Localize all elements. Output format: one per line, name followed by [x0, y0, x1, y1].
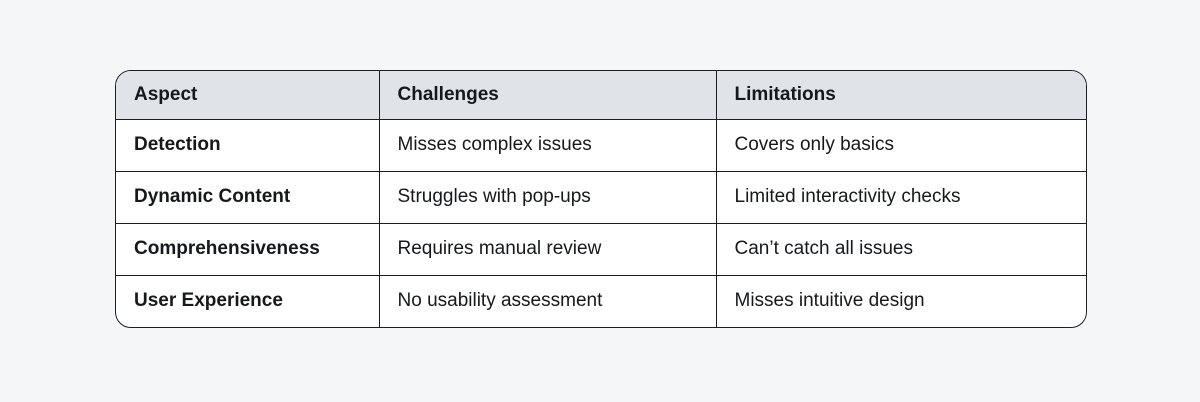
- table-header-row: Aspect Challenges Limitations: [116, 71, 1086, 120]
- cell-aspect: Dynamic Content: [116, 171, 380, 224]
- table-row: Comprehensiveness Requires manual review…: [116, 223, 1086, 276]
- cell-limitations: Limited interactivity checks: [716, 171, 1086, 224]
- table-row: Detection Misses complex issues Covers o…: [116, 119, 1086, 172]
- column-header-aspect: Aspect: [116, 71, 380, 120]
- cell-challenges: Misses complex issues: [379, 119, 717, 172]
- comparison-table: Aspect Challenges Limitations Detection …: [116, 71, 1086, 327]
- cell-challenges: Struggles with pop-ups: [379, 171, 717, 224]
- cell-challenges: No usability assessment: [379, 275, 717, 327]
- cell-limitations: Covers only basics: [716, 119, 1086, 172]
- cell-aspect: Detection: [116, 119, 380, 172]
- cell-aspect: User Experience: [116, 275, 380, 327]
- cell-aspect: Comprehensiveness: [116, 223, 380, 276]
- cell-limitations: Can’t catch all issues: [716, 223, 1086, 276]
- cell-limitations: Misses intuitive design: [734, 290, 925, 312]
- column-header-limitations: Limitations: [716, 71, 1086, 120]
- comparison-table-container: Aspect Challenges Limitations Detection …: [115, 70, 1087, 328]
- table-row: User Experience No usability assessment …: [116, 275, 1086, 327]
- column-header-challenges: Challenges: [379, 71, 717, 120]
- table-row: Dynamic Content Struggles with pop-ups L…: [116, 171, 1086, 224]
- cell-challenges: Requires manual review: [379, 223, 717, 276]
